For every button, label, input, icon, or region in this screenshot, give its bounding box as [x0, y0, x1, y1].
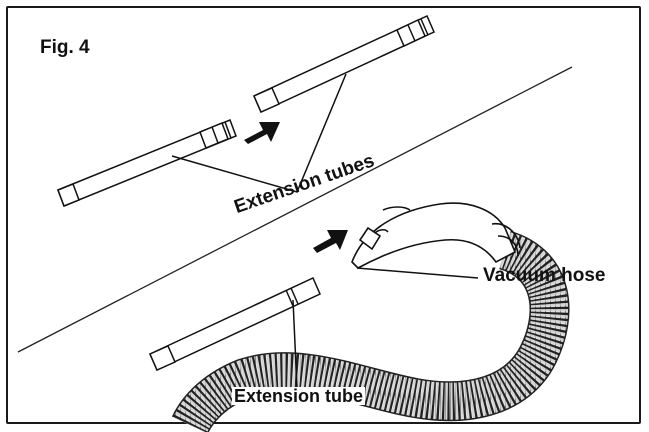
arrow-right-icon: [313, 230, 348, 253]
vacuum-hose-handle: [351, 202, 521, 269]
extension-tube-left: [57, 119, 237, 207]
label-vacuum-hose: Vacuum hose: [483, 265, 606, 286]
leader-extension-tube: [292, 299, 298, 389]
leader-extension-tubes: [171, 73, 347, 193]
arrow-right-icon: [244, 122, 280, 144]
extension-tube-right: [253, 14, 435, 114]
leader-vacuum-hose: [356, 267, 479, 279]
label-extension-tube: Extension tube: [232, 386, 366, 406]
figure-title: Fig. 4: [40, 37, 90, 58]
extension-tube-lower: [149, 276, 321, 372]
figure-frame: [6, 6, 641, 424]
divider-line: [17, 66, 573, 353]
